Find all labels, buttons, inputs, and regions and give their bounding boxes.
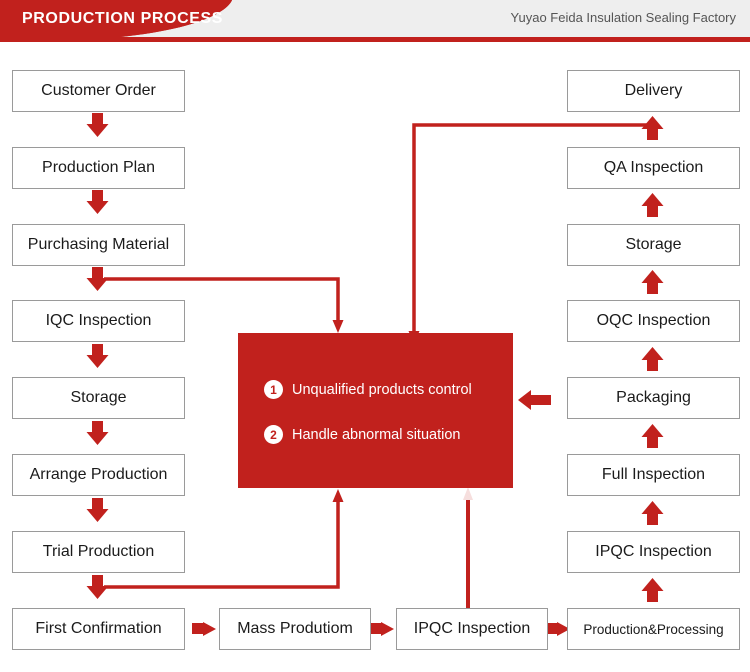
center-panel-item-2-label: Handle abnormal situation xyxy=(292,426,461,443)
page-header: PRODUCTION PROCESS Yuyao Feida Insulatio… xyxy=(0,0,750,42)
header-red-banner xyxy=(0,0,232,42)
node-production-plan[interactable]: Production Plan xyxy=(12,147,185,189)
company-name: Yuyao Feida Insulation Sealing Factory xyxy=(510,10,736,25)
arrow-down-storage-to-arrange-production xyxy=(86,421,109,445)
number-badge-1: 1 xyxy=(264,380,283,399)
center-panel-item-2: 2 Handle abnormal situation xyxy=(264,425,460,444)
arrow-up-production-processing-to-ipqc-inspection xyxy=(641,578,664,602)
arrow-down-arrange-production-to-trial-production xyxy=(86,498,109,522)
node-arrange-production[interactable]: Arrange Production xyxy=(12,454,185,496)
node-trial-production[interactable]: Trial Production xyxy=(12,531,185,573)
center-panel: 1 Unqualified products control 2 Handle … xyxy=(238,333,513,488)
arrow-up-storage-to-qa-inspection xyxy=(641,193,664,217)
arrow-up-oqc-inspection-to-storage xyxy=(641,270,664,294)
node-oqc-inspection[interactable]: OQC Inspection xyxy=(567,300,740,342)
arrow-up-packaging-to-oqc-inspection xyxy=(641,347,664,371)
arrow-right-first-confirmation-to-mass-production xyxy=(192,622,216,636)
node-bottom-ipqc-inspection[interactable]: IPQC Inspection xyxy=(396,608,548,650)
node-storage-left[interactable]: Storage xyxy=(12,377,185,419)
node-delivery[interactable]: Delivery xyxy=(567,70,740,112)
node-customer-order[interactable]: Customer Order xyxy=(12,70,185,112)
arrow-up-qa-inspection-to-delivery xyxy=(641,116,664,140)
arrow-down-iqc-inspection-to-storage xyxy=(86,344,109,368)
node-full-inspection[interactable]: Full Inspection xyxy=(567,454,740,496)
connector-packaging-to-center-panel xyxy=(518,390,551,410)
center-panel-item-1-label: Unqualified products control xyxy=(292,381,472,398)
arrow-up-ipqc-inspection-to-full-inspection xyxy=(641,501,664,525)
page-title: PRODUCTION PROCESS xyxy=(22,10,224,27)
header-underline xyxy=(0,37,750,42)
node-iqc-inspection[interactable]: IQC Inspection xyxy=(12,300,185,342)
node-mass-production[interactable]: Mass Produtiom xyxy=(219,608,371,650)
node-qa-inspection[interactable]: QA Inspection xyxy=(567,147,740,189)
node-purchasing-material[interactable]: Purchasing Material xyxy=(12,224,185,266)
number-badge-2: 2 xyxy=(264,425,283,444)
arrow-right-mass-production-to-ipqc-inspection xyxy=(370,622,394,636)
node-packaging[interactable]: Packaging xyxy=(567,377,740,419)
node-right-ipqc-inspection[interactable]: IPQC Inspection xyxy=(567,531,740,573)
node-production-processing[interactable]: Production&Processing xyxy=(567,608,740,650)
arrow-down-trial-production-to-first-confirmation xyxy=(86,575,109,599)
arrow-down-purchasing-material-to-iqc-inspection xyxy=(86,267,109,291)
node-first-confirmation[interactable]: First Confirmation xyxy=(12,608,185,650)
node-storage-right[interactable]: Storage xyxy=(567,224,740,266)
arrow-up-full-inspection-to-packaging xyxy=(641,424,664,448)
arrow-down-production-plan-to-purchasing-material xyxy=(86,190,109,214)
arrow-down-customer-order-to-production-plan xyxy=(86,113,109,137)
connector-bottom-ipqc-to-center-panel xyxy=(463,487,473,608)
center-panel-item-1: 1 Unqualified products control xyxy=(264,380,472,399)
